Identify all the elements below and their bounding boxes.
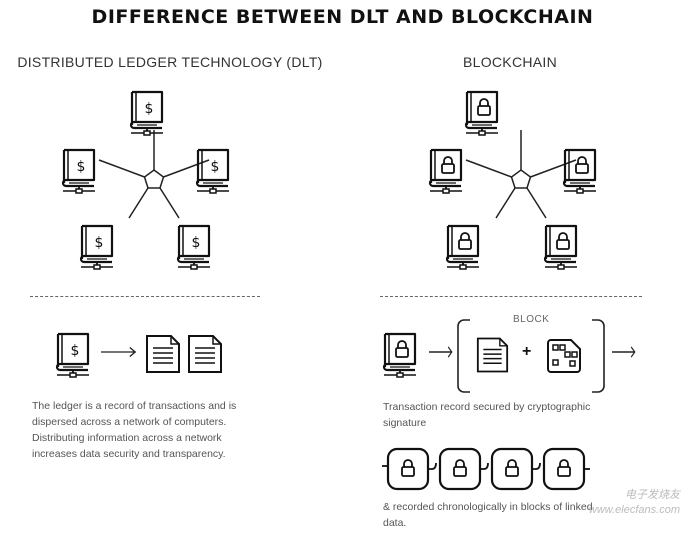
dlt-heading: DISTRIBUTED LEDGER TECHNOLOGY (DLT) (17, 54, 323, 70)
text-line: signature (383, 417, 427, 429)
block-bracket (457, 319, 605, 393)
text-line: data. (383, 517, 407, 529)
book-dollar-icon (127, 88, 167, 138)
book-lock-icon (462, 88, 502, 138)
book-lock-icon (443, 222, 483, 272)
arrow-right-icon (101, 346, 137, 358)
book-lock-icon (541, 222, 581, 272)
blockchain-description: Transaction record secured by cryptograp… (383, 399, 683, 431)
arrow-right-icon (612, 346, 636, 358)
text-line: Transaction record secured by cryptograp… (383, 401, 591, 413)
book-dollar-icon (53, 330, 93, 380)
block-label: BLOCK (513, 314, 550, 325)
arrow-right-icon (429, 346, 453, 358)
document-icon (187, 334, 223, 374)
book-dollar-icon (59, 146, 99, 196)
text-line: & recorded chronologically in blocks of … (383, 501, 593, 513)
plus-sign: + (522, 343, 532, 360)
dlt-description: The ledger is a record of transactions a… (32, 398, 332, 462)
divider (30, 296, 260, 297)
watermark: 电子发烧友 www.elecfans.com (588, 489, 680, 516)
book-dollar-icon (77, 222, 117, 272)
text-line: The ledger is a record of transactions a… (32, 400, 237, 412)
text-line: increases data security and transparency… (32, 448, 226, 460)
block-chain (382, 446, 590, 492)
crypto-signature-icon (547, 339, 581, 373)
text-line: dispersed across a network of computers. (32, 416, 227, 428)
book-lock-icon (426, 146, 466, 196)
book-dollar-icon (174, 222, 214, 272)
chain-description: & recorded chronologically in blocks of … (383, 499, 683, 531)
book-lock-icon (380, 330, 420, 380)
document-icon (476, 336, 509, 374)
book-dollar-icon (193, 146, 233, 196)
text-line: Distributing information across a networ… (32, 432, 222, 444)
blockchain-heading: BLOCKCHAIN (462, 54, 558, 70)
book-lock-icon (560, 146, 600, 196)
page-title: DIFFERENCE BETWEEN DLT AND BLOCKCHAIN (91, 6, 594, 28)
divider (380, 296, 642, 297)
document-icon (145, 334, 181, 374)
